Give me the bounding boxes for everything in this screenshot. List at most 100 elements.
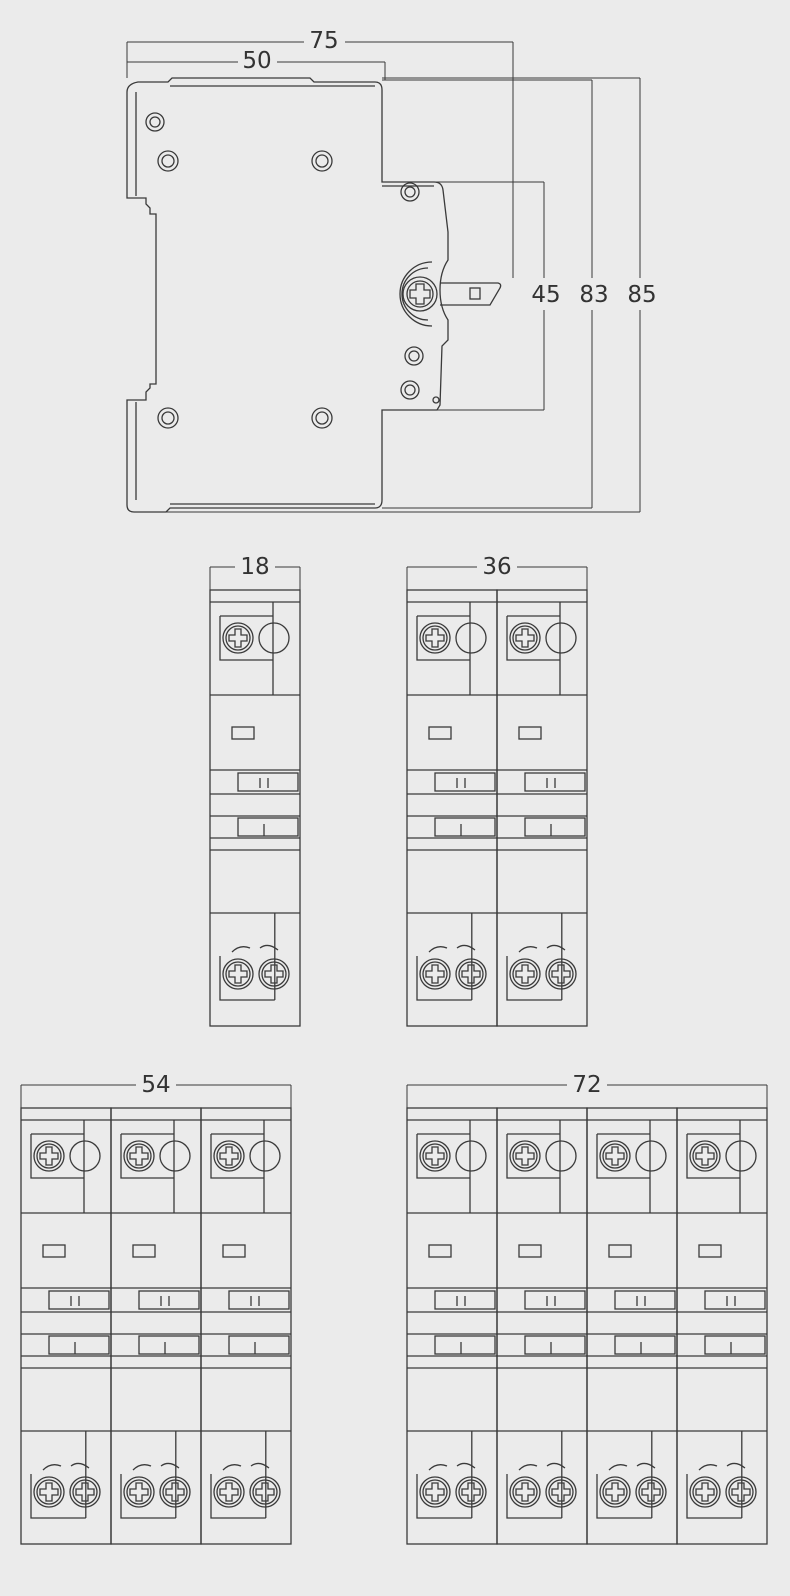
mounting-hole xyxy=(311,150,333,172)
terminal-screw xyxy=(252,1479,278,1505)
terminal-screw xyxy=(216,1143,242,1169)
terminal-screw xyxy=(509,1140,541,1172)
terminal-screw xyxy=(689,1140,721,1172)
terminal-screw xyxy=(159,1476,191,1508)
mounting-hole xyxy=(400,380,420,400)
terminal-screw-cross xyxy=(425,1146,445,1166)
indicator-window xyxy=(258,622,290,654)
handle-marks xyxy=(456,778,466,788)
terminal-screw-cross xyxy=(129,1482,149,1502)
terminal-screw xyxy=(635,1476,667,1508)
handle-marks xyxy=(636,1296,646,1306)
terminal-screw xyxy=(419,958,451,990)
module-outline xyxy=(406,1107,498,1545)
mounting-hole xyxy=(400,182,420,202)
terminal-screw xyxy=(216,1479,242,1505)
toggle-lever xyxy=(440,282,502,306)
terminal-screw xyxy=(36,1479,62,1505)
terminal-wire xyxy=(30,1134,84,1179)
terminal-screw xyxy=(258,958,290,990)
terminal-screw xyxy=(33,1476,65,1508)
terminal-screw xyxy=(422,625,448,651)
handle-top xyxy=(237,772,299,792)
terminal-screw xyxy=(33,1140,65,1172)
module-outline xyxy=(200,1107,292,1545)
indicator-window xyxy=(69,1140,101,1172)
front-view-4-pole xyxy=(406,1107,768,1545)
mounting-hole xyxy=(432,396,440,404)
terminal-wire-arc xyxy=(42,1462,90,1471)
indicator-window xyxy=(545,1140,577,1172)
dim-label-1-pole-width: 18 xyxy=(240,554,269,580)
terminal-screw xyxy=(419,622,451,654)
terminal-screw-cross xyxy=(425,1482,445,1502)
terminal-screw-cross xyxy=(551,1482,571,1502)
terminal-screw xyxy=(422,1143,448,1169)
handle-bottom xyxy=(434,817,496,837)
terminal-screw xyxy=(222,622,254,654)
dim-label-4-pole-width: 72 xyxy=(572,1072,601,1098)
handle-bottom xyxy=(524,1335,586,1355)
indicator-window xyxy=(249,1140,281,1172)
terminal-screw xyxy=(225,625,251,651)
terminal-screw xyxy=(512,1143,538,1169)
terminal-wire-arc xyxy=(698,1462,746,1471)
terminal-wire-arc xyxy=(428,1462,476,1471)
terminal-screw xyxy=(222,958,254,990)
terminal-wire xyxy=(506,1134,560,1179)
terminal-screw xyxy=(512,961,538,987)
terminal-wire xyxy=(210,1134,264,1179)
terminal-screw-cross xyxy=(228,964,248,984)
terminal-screw xyxy=(545,1476,577,1508)
mounting-hole xyxy=(315,154,329,168)
indicator-window xyxy=(635,1140,667,1172)
module-outline xyxy=(496,589,588,1027)
terminal-screw-cross xyxy=(129,1146,149,1166)
pivot-screw xyxy=(406,280,434,308)
terminal-screw-cross xyxy=(461,964,481,984)
label-window xyxy=(428,726,452,740)
terminal-screw xyxy=(545,958,577,990)
terminal-screw-cross xyxy=(695,1146,715,1166)
label-window xyxy=(608,1244,632,1258)
terminal-screw-cross xyxy=(219,1482,239,1502)
label-window xyxy=(428,1244,452,1258)
indicator-window xyxy=(725,1140,757,1172)
terminal-screw-cross xyxy=(605,1146,625,1166)
mounting-hole xyxy=(408,350,420,362)
front-view-3-pole xyxy=(20,1107,292,1545)
terminal-wire-arc xyxy=(608,1462,656,1471)
terminal-screw xyxy=(599,1476,631,1508)
pivot-screw-cross xyxy=(409,283,431,305)
handle-top xyxy=(524,1290,586,1310)
mounting-hole xyxy=(145,112,165,132)
front-view-1-pole xyxy=(209,589,301,1027)
handle-marks xyxy=(726,1296,736,1306)
handle-top xyxy=(48,1290,110,1310)
toggle-pivot-arc xyxy=(399,261,433,327)
handle-top xyxy=(434,772,496,792)
terminal-screw xyxy=(509,622,541,654)
terminal-wire xyxy=(120,1134,174,1179)
terminal-wire-arc xyxy=(132,1462,180,1471)
toggle-lever-slot xyxy=(469,287,481,300)
module-outline xyxy=(676,1107,768,1545)
dim-label-side-height-total: 85 xyxy=(627,282,656,308)
terminal-screw-cross xyxy=(425,964,445,984)
indicator-window xyxy=(159,1140,191,1172)
module-outline xyxy=(20,1107,112,1545)
terminal-screw xyxy=(509,958,541,990)
terminal-screw xyxy=(261,961,287,987)
terminal-screw xyxy=(689,1476,721,1508)
terminal-screw xyxy=(213,1140,245,1172)
terminal-screw xyxy=(36,1143,62,1169)
label-window xyxy=(132,1244,156,1258)
terminal-wire xyxy=(219,616,273,661)
handle-top xyxy=(228,1290,290,1310)
mounting-hole xyxy=(315,411,329,425)
terminal-screw xyxy=(512,625,538,651)
front-view-2-pole xyxy=(406,589,588,1027)
terminal-wire xyxy=(416,1134,470,1179)
handle-marks xyxy=(546,778,556,788)
terminal-screw xyxy=(512,1479,538,1505)
